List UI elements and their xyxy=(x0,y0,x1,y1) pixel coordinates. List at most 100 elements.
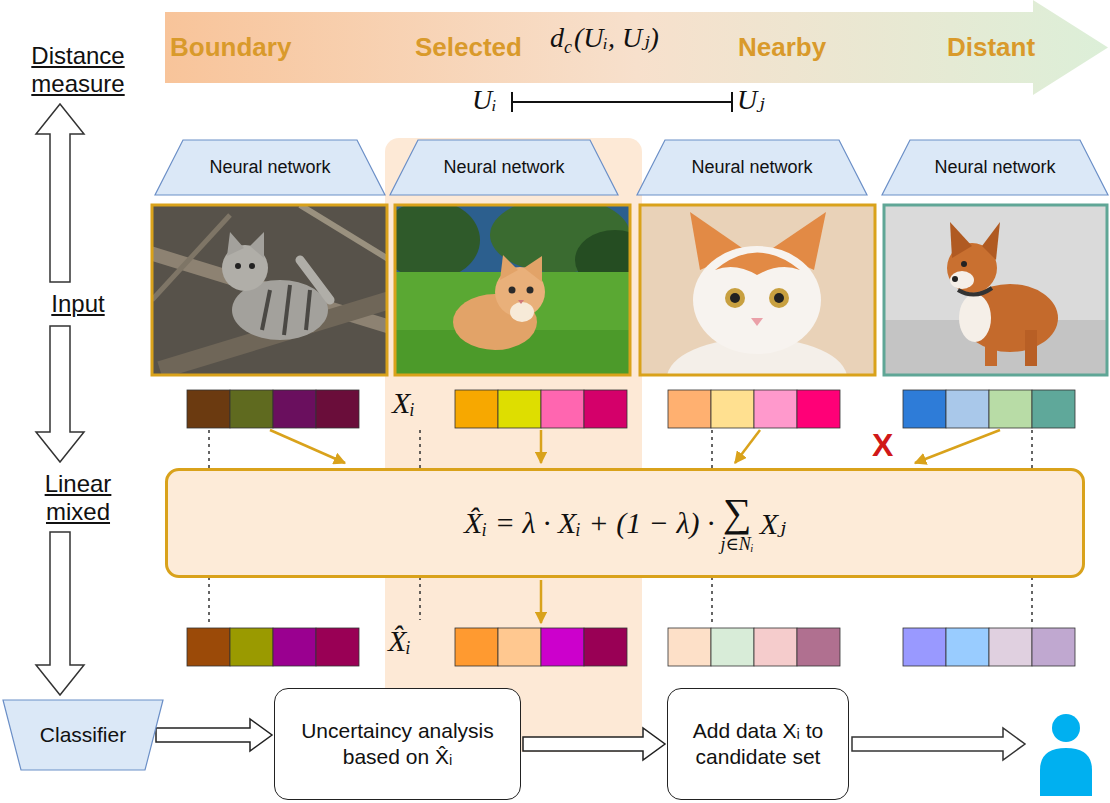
mixed-feature-vector xyxy=(541,628,584,666)
feature-vector xyxy=(989,390,1032,428)
feature-vector xyxy=(668,390,711,428)
mixed-feature-vector xyxy=(187,628,1075,666)
mixed-feature-vector xyxy=(498,628,541,666)
network-block: Neural network xyxy=(155,140,385,195)
network-label: Neural network xyxy=(443,156,564,179)
math-label: Uᵢ xyxy=(472,84,497,116)
network-block: Neural network xyxy=(390,140,618,195)
dog-photo-distant xyxy=(982,222,1000,260)
distance-bar xyxy=(512,101,732,103)
feature-vector xyxy=(273,390,316,428)
axis-label: Linear mixed xyxy=(18,470,138,525)
cat-photo-selected xyxy=(395,205,480,280)
feature-vector xyxy=(498,390,541,428)
formula-row: X̂ᵢ = λ · Xᵢ + (1 − λ) ·∑j∈NᵢXⱼ xyxy=(464,493,786,553)
formula-text: X̂ᵢ = λ · Xᵢ + (1 − λ) · xyxy=(464,506,714,540)
mixed-feature-vector xyxy=(584,628,627,666)
mixing-arrows xyxy=(915,430,1000,463)
mixed-feature-vector xyxy=(946,628,989,666)
trapezoid-shape xyxy=(390,140,618,195)
feature-vector xyxy=(1032,390,1075,428)
math-label: X̂ᵢ xyxy=(388,624,411,658)
feature-vector xyxy=(754,390,797,428)
photo-border xyxy=(395,205,630,375)
kitten-photo-nearby xyxy=(769,288,789,308)
dog-photo-distant xyxy=(958,288,992,295)
network-block: Neural network xyxy=(882,140,1108,195)
mixed-feature-vector xyxy=(316,628,359,666)
cat-photo-selected xyxy=(395,205,630,375)
classifier-block: Classifier xyxy=(3,700,163,770)
category-label: Selected xyxy=(415,32,522,62)
distance-bar xyxy=(511,92,513,112)
feature-vector xyxy=(903,390,946,428)
classifier-label: Classifier xyxy=(40,722,126,748)
feature-vector xyxy=(187,390,1075,428)
network-label: Neural network xyxy=(209,156,330,179)
kitten-photo-nearby xyxy=(715,253,800,276)
cross-mark: X xyxy=(872,428,893,462)
distance-bar xyxy=(512,92,732,112)
mixing-box: X̂ᵢ = λ · Xᵢ + (1 − λ) ·∑j∈NᵢXⱼ xyxy=(165,468,1085,578)
kitten-photo-nearby xyxy=(774,293,784,303)
mixed-feature-vector xyxy=(754,628,797,666)
feature-vector xyxy=(541,390,584,428)
feature-vector xyxy=(187,390,230,428)
gradient-arrow xyxy=(165,0,1108,95)
cat-photo-boundary xyxy=(235,263,241,269)
dog-photo-distant xyxy=(961,261,967,267)
mixing-arrows xyxy=(735,430,760,463)
dog-photo-distant xyxy=(950,271,974,289)
network-block: Neural network xyxy=(637,140,867,195)
feature-vector xyxy=(584,390,627,428)
mixing-arrows xyxy=(540,430,543,463)
math-label: (Uᵢ, Uⱼ) xyxy=(574,22,659,53)
trapezoid-shape xyxy=(155,140,385,195)
cat-photo-boundary xyxy=(262,290,270,330)
mixed-feature-vector xyxy=(455,628,498,666)
kitten-photo-nearby xyxy=(693,246,821,354)
mixed-feature-vector xyxy=(711,628,754,666)
process-text: Add data Xᵢ to candidate set xyxy=(678,718,838,771)
trapezoid-shape xyxy=(3,700,163,770)
cat-photo-selected xyxy=(518,300,524,304)
formula-text: Xⱼ xyxy=(760,506,786,541)
cat-photo-selected xyxy=(500,255,518,280)
dog-photo-distant xyxy=(950,222,972,258)
dog-photo-distant xyxy=(884,205,1107,375)
cat-photo-boundary xyxy=(250,232,264,258)
sum-column: ∑j∈Nᵢ xyxy=(720,493,753,553)
feature-vector xyxy=(455,390,498,428)
mixing-arrows xyxy=(540,580,543,623)
process-box: Uncertaincy analysis based on X̂ᵢ xyxy=(274,688,521,800)
mixed-feature-vector xyxy=(903,628,946,666)
cat-photo-selected xyxy=(509,287,516,294)
cat-photo-boundary xyxy=(152,205,387,375)
network-label: Neural network xyxy=(691,156,812,179)
mixed-feature-vector xyxy=(668,628,711,666)
mixing-arrows xyxy=(270,430,345,463)
category-label: Nearby xyxy=(738,32,826,62)
feature-vector xyxy=(946,390,989,428)
mixed-feature-vector xyxy=(797,628,840,666)
math-label: Uⱼ xyxy=(737,84,765,116)
mixed-feature-vector xyxy=(1032,628,1075,666)
dog-photo-distant xyxy=(884,205,1107,375)
axis-label: Input xyxy=(18,290,138,318)
cat-photo-boundary xyxy=(152,215,230,300)
cat-photo-selected xyxy=(527,287,534,294)
sum-index: j∈Nᵢ xyxy=(720,535,753,553)
kitten-photo-nearby xyxy=(640,205,875,375)
dog-photo-distant xyxy=(1025,330,1037,366)
feature-vector xyxy=(711,390,754,428)
cat-photo-selected xyxy=(453,294,537,350)
flow-arrow xyxy=(156,719,272,751)
mixed-feature-vector xyxy=(187,628,230,666)
photo-border xyxy=(640,205,875,375)
photo-border xyxy=(884,205,1107,375)
left-flow-arrows xyxy=(36,104,84,282)
math-label: d xyxy=(550,22,564,53)
person-icon xyxy=(1052,714,1080,742)
